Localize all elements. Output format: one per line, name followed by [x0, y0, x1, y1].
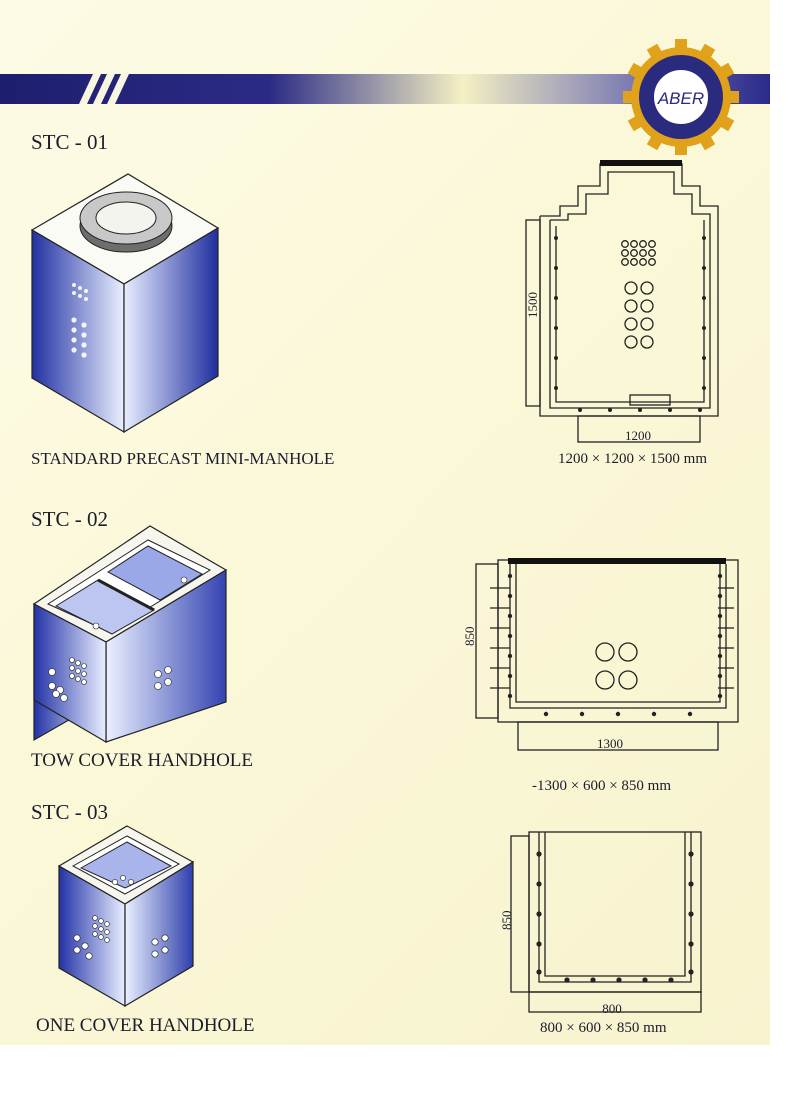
catalog-page: ABER STC - 01 STANDARD PRECAST MINI-MANH… [0, 0, 770, 1045]
product-name: ONE COVER HANDHOLE [36, 1015, 255, 1036]
width-label: 800 [602, 1001, 622, 1016]
product-code: STC - 01 [31, 130, 109, 154]
tow-cover-handhole-section-drawing: 850 1300 [462, 558, 739, 751]
product-code: STC - 03 [31, 800, 109, 824]
height-label: 850 [499, 911, 514, 931]
product-dimensions: -1300 × 600 × 850 mm [532, 778, 671, 794]
height-label: 850 [462, 627, 477, 647]
mini-manhole-section-drawing: 1500 1200 [525, 160, 719, 443]
logo-text: ABER [657, 89, 704, 108]
scan-margin-bottom [0, 1045, 800, 1100]
width-label: 1200 [625, 428, 651, 443]
one-cover-handhole-section-drawing: 850 800 [499, 831, 702, 1016]
width-label: 1300 [597, 736, 623, 751]
product-code: STC - 02 [31, 507, 109, 531]
one-cover-handhole-3d-illustration [57, 825, 195, 1008]
product-name: TOW COVER HANDHOLE [31, 750, 254, 771]
mini-manhole-3d-illustration [30, 173, 220, 434]
gear-badge-icon: ABER [623, 39, 739, 155]
scan-margin-right [770, 0, 800, 1100]
tow-cover-handhole-3d-illustration [32, 525, 228, 744]
height-label: 1500 [525, 292, 540, 318]
product-name: STANDARD PRECAST MINI-MANHOLE [31, 449, 335, 468]
product-dimensions: 1200 × 1200 × 1500 mm [558, 451, 708, 467]
product-dimensions: 800 × 600 × 850 mm [540, 1020, 667, 1036]
